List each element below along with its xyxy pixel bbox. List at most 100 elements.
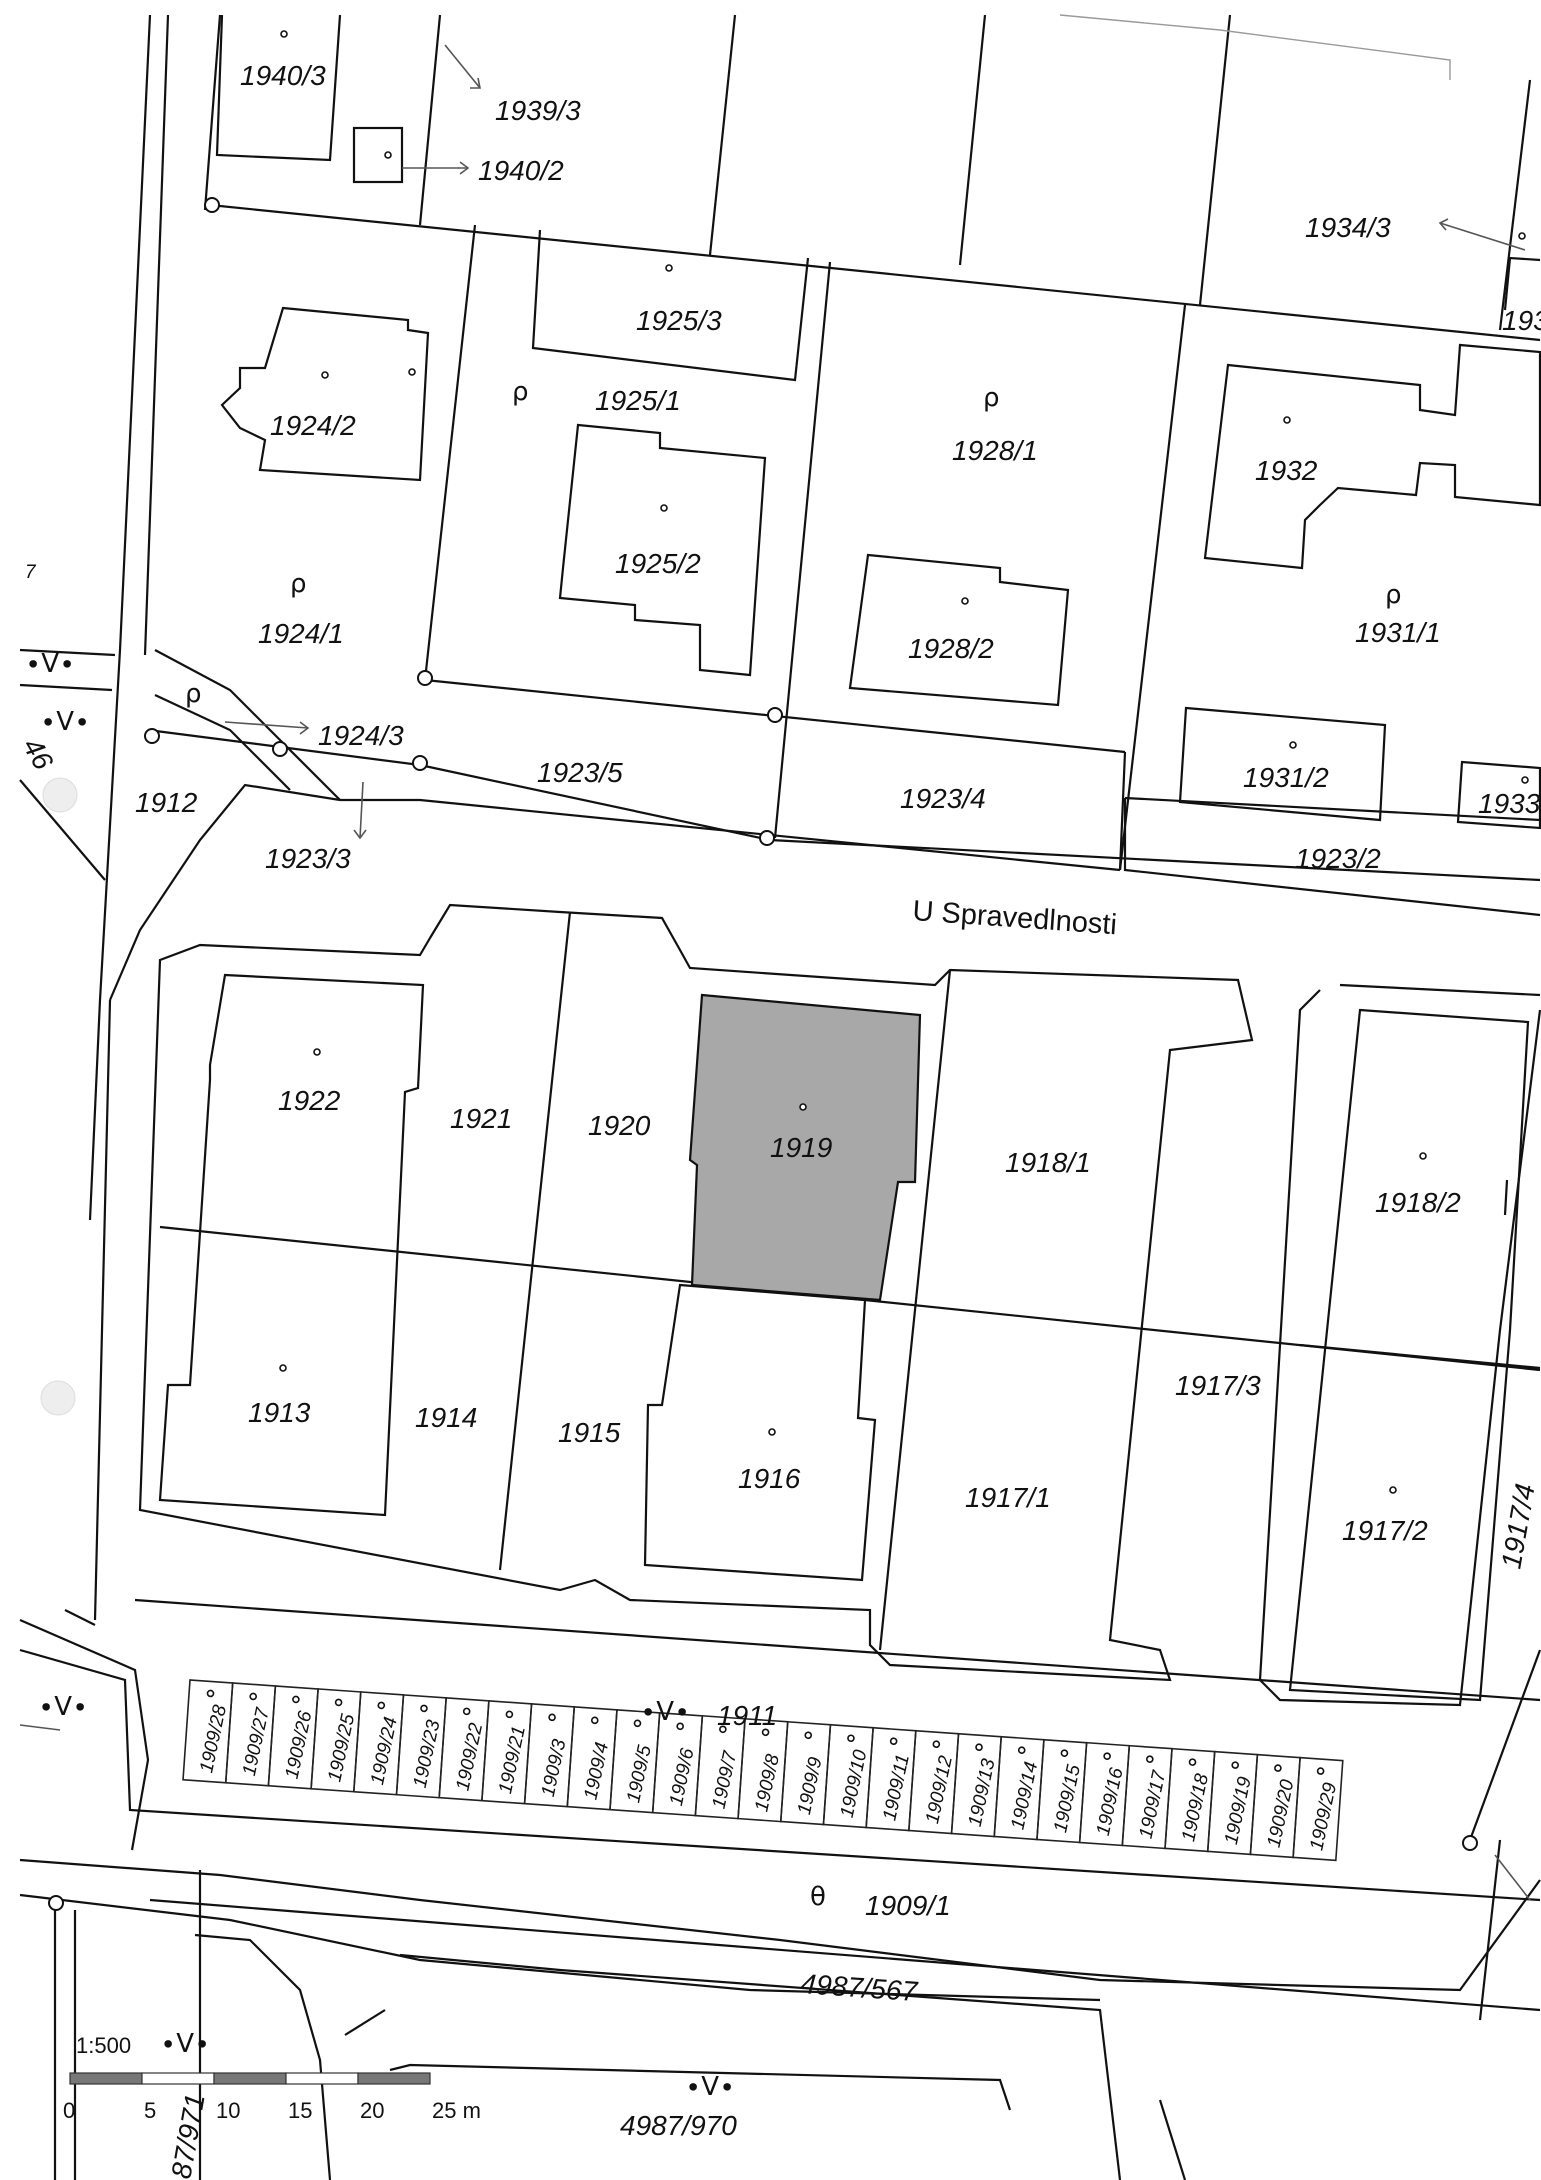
parcel-label: 1913 — [248, 1397, 311, 1428]
scale-tick-label: 20 — [360, 2098, 384, 2123]
scale-segment — [285, 2072, 359, 2085]
garage-centroid — [1017, 1746, 1026, 1754]
parcel-label: 1916 — [738, 1463, 801, 1494]
grass-symbol: ∙V∙ — [40, 707, 90, 737]
highlighted-parcel-label: 1919 — [770, 1132, 832, 1163]
garage-centroid — [1188, 1758, 1197, 1766]
garage-label: 1909/24 — [367, 1715, 402, 1787]
garage-label: 1909/17 — [1136, 1768, 1171, 1841]
garage-centroid — [590, 1716, 599, 1725]
garage-label: 1909/16 — [1093, 1766, 1128, 1838]
scale-segment — [357, 2072, 431, 2085]
garage-centroid — [1060, 1749, 1069, 1757]
garage-centroid — [633, 1719, 642, 1728]
parcel-label: 1909/1 — [865, 1890, 951, 1921]
parcel-label: 1931/1 — [1355, 617, 1441, 648]
parcel-label: 1918/1 — [1005, 1147, 1091, 1178]
garage-centroid — [377, 1701, 386, 1710]
parcel-label: 87/971 — [165, 2091, 210, 2180]
parcel-labels: 1940/3 1939/3 1940/2 1934/3 193 1925/3 1… — [17, 60, 1541, 2180]
garage-parcel — [1292, 1756, 1344, 1862]
garage-label: 1909/19 — [1221, 1774, 1256, 1846]
parcel-label: 1918/2 — [1375, 1187, 1461, 1218]
parcel-label: 1911 — [717, 1700, 777, 1731]
parcel-label: 1917/3 — [1175, 1370, 1261, 1401]
parcel-boundaries-middle — [64, 903, 1541, 1707]
scale-segment — [213, 2072, 287, 2085]
label-arrows — [19, 44, 1531, 1901]
garage-label: 1909/9 — [794, 1755, 827, 1817]
path-symbol: θ — [810, 1882, 826, 1912]
garage-label: 1909/29 — [1306, 1780, 1341, 1852]
garage-label: 1909/7 — [709, 1748, 742, 1811]
garage-label: 1909/14 — [1007, 1760, 1042, 1832]
parcel-label: 1928/1 — [952, 435, 1038, 466]
parcel-label: 1940/3 — [240, 60, 326, 91]
scale-tick-label: 25 m — [432, 2098, 481, 2123]
parcel-label: 1923/3 — [265, 843, 351, 874]
street-name: U Spravedlnosti — [912, 895, 1118, 941]
scale-tick-label: 10 — [216, 2098, 240, 2123]
garage-centroid — [676, 1722, 684, 1731]
garage-label: 1909/3 — [538, 1737, 571, 1799]
garage-centroid — [206, 1689, 215, 1698]
garden-symbol: ρ — [1385, 580, 1402, 610]
garage-centroid — [1274, 1764, 1282, 1772]
scale-tick-label: 0 — [63, 2098, 75, 2123]
parcel-label: 7 — [25, 562, 37, 583]
garage-label: 1909/28 — [196, 1703, 231, 1775]
garage-centroid — [462, 1707, 471, 1716]
parcel-label: 1940/2 — [478, 155, 564, 186]
garage-centroid — [1231, 1761, 1240, 1769]
parcel-label: 1921 — [450, 1103, 512, 1134]
grass-symbol: ∙V∙ — [38, 1692, 88, 1722]
parcel-label: 1922 — [278, 1085, 341, 1116]
grass-symbol: ∙V∙ — [685, 2072, 735, 2102]
punch-hole — [42, 777, 78, 813]
parcel-label: 1915 — [558, 1417, 621, 1448]
parcel-label: 4987/567 — [800, 1968, 920, 2007]
garage-centroid — [1103, 1752, 1111, 1760]
garage-label: 1909/11 — [879, 1752, 914, 1822]
garage-label: 1909/4 — [581, 1740, 614, 1801]
scale-segment — [141, 2072, 215, 2085]
garage-centroid — [804, 1731, 813, 1740]
garage-centroid — [719, 1725, 727, 1734]
scale-tick-label: 15 — [288, 2098, 312, 2123]
parcel-label: 1923/2 — [1295, 843, 1381, 874]
map-symbols: ρ ρ ρ ρ ρ ∙V∙ ∙V∙ ∙V∙ ∙V∙ ∙V∙ ∙V∙ θ — [25, 377, 1402, 2102]
parcel-label: 1932 — [1255, 455, 1318, 486]
garden-symbol: ρ — [983, 383, 1000, 413]
garage-centroid — [548, 1713, 556, 1722]
garage-centroid — [847, 1734, 855, 1743]
highlighted-parcel-1919[interactable] — [688, 993, 922, 1302]
survey-points — [48, 197, 1478, 1911]
parcel-label: 1939/3 — [495, 95, 581, 126]
garage-label: 1909/10 — [837, 1748, 872, 1820]
garden-symbol: ρ — [290, 569, 307, 599]
grass-symbol: ∙V∙ — [25, 649, 75, 679]
garage-label: 1909/23 — [410, 1718, 445, 1790]
parcel-label: 1925/3 — [636, 305, 722, 336]
parcel-label: 1923/4 — [900, 783, 986, 814]
parcel-label: 1933 — [1478, 788, 1541, 819]
garage-label: 1909/26 — [282, 1709, 317, 1781]
scale-ratio: 1:500 — [76, 2033, 131, 2058]
garage-label: 1909/25 — [324, 1712, 359, 1784]
garage-centroid — [889, 1737, 898, 1746]
garage-label: 1909/15 — [1050, 1763, 1085, 1835]
garage-label: 1909/18 — [1178, 1771, 1213, 1843]
garage-centroid — [975, 1743, 983, 1752]
parcel-label: 1925/1 — [595, 385, 681, 416]
garage-centroid — [932, 1740, 941, 1749]
grass-symbol: ∙V∙ — [640, 1697, 690, 1727]
garage-centroid — [1146, 1755, 1154, 1763]
grass-symbol: ∙V∙ — [160, 2029, 210, 2059]
parcel-label: 1934/3 — [1305, 212, 1391, 243]
parcel-label: 1917/1 — [965, 1482, 1051, 1513]
garden-symbol: ρ — [512, 377, 529, 407]
parcel-boundaries-south — [19, 1598, 1541, 2180]
parcel-label: 193 — [1502, 305, 1541, 336]
scale-segment — [69, 2072, 143, 2085]
